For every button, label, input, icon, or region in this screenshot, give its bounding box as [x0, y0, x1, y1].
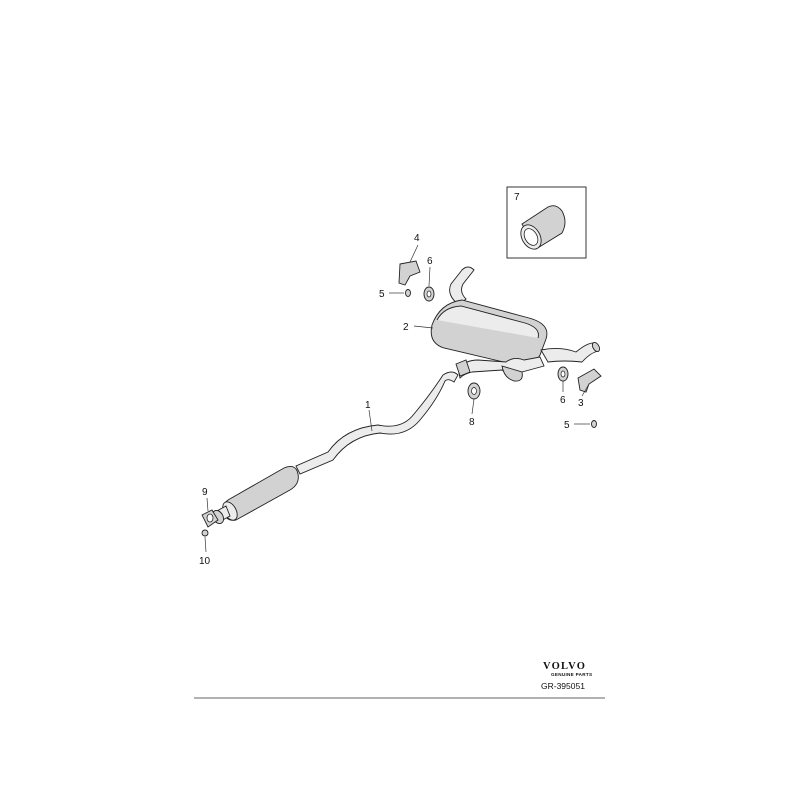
rubber-hanger-part-6-top — [423, 286, 435, 302]
callout-6-right: 6 — [560, 395, 566, 406]
callout-1: 1 — [365, 400, 371, 411]
rubber-hanger-part-8 — [467, 382, 481, 400]
callout-3: 3 — [578, 398, 584, 409]
gasket-part-9 — [201, 509, 219, 528]
callout-10: 10 — [199, 556, 211, 567]
front-pipe-part-1 — [211, 371, 459, 525]
callout-5-top: 5 — [379, 289, 385, 300]
drawing-code: GR-395051 — [541, 681, 585, 691]
callout-4: 4 — [414, 233, 420, 244]
callout-9: 9 — [202, 487, 208, 498]
rear-silencer-part-2 — [430, 266, 601, 382]
callout-6-top: 6 — [427, 256, 433, 267]
nut-part-10 — [201, 529, 209, 537]
callout-8: 8 — [469, 417, 475, 428]
callout-2: 2 — [403, 322, 409, 333]
brand-logo-text: VOLVO — [543, 661, 586, 672]
brand-block: VOLVO GENUINE PARTS GR-395051 — [541, 661, 592, 691]
bolt-part-5-top — [405, 289, 411, 297]
callout-7: 7 — [514, 192, 520, 203]
tailpipe-sleeve-part-7 — [520, 205, 566, 250]
leader-lines — [204, 244, 590, 553]
callout-5-right: 5 — [564, 420, 570, 431]
inset-part-7: 7 — [506, 186, 587, 259]
bracket-part-3 — [577, 368, 602, 393]
bracket-part-4 — [398, 260, 421, 286]
brand-subtitle: GENUINE PARTS — [551, 672, 592, 677]
rubber-hanger-part-6-right — [557, 366, 569, 382]
bolt-part-5-right — [591, 420, 597, 428]
